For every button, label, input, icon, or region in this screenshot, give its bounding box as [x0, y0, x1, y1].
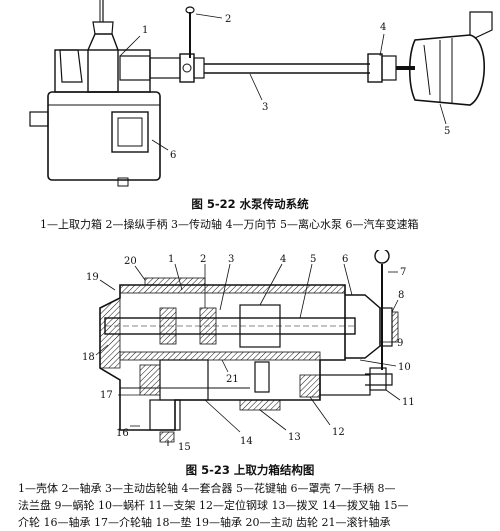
callout-18: 18	[82, 352, 95, 363]
callout-19: 19	[86, 272, 99, 283]
figure-5-22-caption: 图 5-22 水泵传动系统	[191, 197, 309, 211]
callout-20: 20	[124, 256, 137, 267]
figure-5-23-legend: 1—壳体 2—轴承 3—主动齿轮轴 4—套合器 5—花键轴 6—罩壳 7—手柄 …	[18, 480, 408, 531]
callout-2: 2	[225, 14, 231, 25]
callout-11: 11	[402, 397, 415, 408]
control-handle	[185, 6, 195, 58]
callout-1: 1	[168, 254, 174, 265]
callout-6: 6	[342, 254, 348, 265]
legend-line-3: 介轮 16—轴承 17—介轮轴 18—垫 19—轴承 20—主动 齿轮 21—滚…	[18, 516, 391, 529]
callout-13: 13	[288, 432, 301, 443]
callout-8: 8	[398, 290, 404, 301]
flange-and-cover	[345, 294, 399, 359]
fig1-callouts: 1 2 3 4 5 6	[119, 13, 450, 161]
callout-21: 21	[226, 374, 239, 385]
figure-5-22-legend: 1—上取力箱 2—操纵手柄 3—传动轴 4—万向节 5—离心水泵 6—汽车变速箱	[40, 218, 419, 231]
callout-2: 2	[200, 254, 206, 265]
callout-14: 14	[240, 436, 253, 447]
transmission-shaft	[204, 63, 370, 74]
callout-12: 12	[332, 427, 345, 438]
pto-housing	[99, 277, 346, 431]
legend-line-2: 法兰盘 9—蜗轮 10—蜗杆 11—支架 12—定位钢球 13—拨叉 14—拨叉…	[18, 499, 409, 512]
callout-5: 5	[444, 126, 450, 137]
callout-3: 3	[262, 102, 268, 113]
universal-joint	[367, 53, 415, 83]
callout-1: 1	[142, 25, 148, 36]
callout-7: 7	[400, 267, 406, 278]
callout-9: 9	[397, 338, 403, 349]
fig2-callouts: 1 2 3 4 5 6 7 8 9 10 11 12 13 14 15 16 1…	[82, 254, 415, 453]
figure-5-23-caption: 图 5-23 上取力箱结构图	[185, 463, 315, 477]
pto-handle	[365, 250, 393, 386]
callout-10: 10	[398, 362, 411, 373]
pto-box-structure-drawing: 1 2 3 4 5 6 7 8 9 10 11 12 13 14 15 16 1…	[82, 250, 415, 453]
pump-drive-system-drawing: 1 2 3 4 5 6	[29, 0, 493, 187]
upper-pto-box	[54, 0, 181, 93]
spline-shaft	[104, 304, 356, 348]
idler-gear-assembly	[120, 359, 387, 443]
universal-joint-near	[179, 53, 205, 83]
callout-5: 5	[310, 254, 316, 265]
callout-4: 4	[380, 22, 386, 33]
callout-16: 16	[116, 428, 129, 439]
vehicle-gearbox	[29, 91, 161, 187]
callout-3: 3	[228, 254, 234, 265]
callout-15: 15	[178, 442, 191, 453]
callout-17: 17	[100, 390, 113, 401]
centrifugal-pump	[408, 11, 493, 106]
callout-6: 6	[170, 150, 176, 161]
callout-4: 4	[280, 254, 286, 265]
legend-line-1: 1—壳体 2—轴承 3—主动齿轮轴 4—套合器 5—花键轴 6—罩壳 7—手柄 …	[18, 482, 396, 495]
